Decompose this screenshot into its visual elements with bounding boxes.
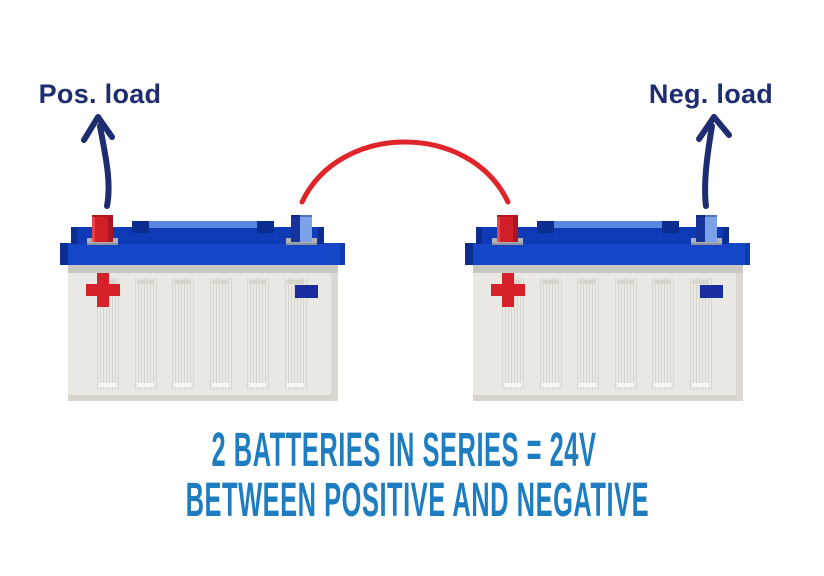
battery-cell-rib xyxy=(690,278,712,390)
battery-cell-rib xyxy=(285,278,307,390)
pos-load-label: Pos. load xyxy=(38,79,162,109)
battery-lid-raised-panel xyxy=(553,221,663,228)
battery-left xyxy=(60,212,346,404)
negative-terminal-post xyxy=(696,215,717,242)
lid-tab-icon xyxy=(662,221,679,233)
battery-lid-raised-panel xyxy=(148,221,258,228)
caption-line-2: BETWEEN POSITIVE AND NEGATIVE xyxy=(185,474,650,527)
battery-cell-rib xyxy=(540,278,562,390)
battery-cell-rib xyxy=(247,278,269,390)
lid-tab-icon xyxy=(132,221,149,233)
caption: 2 BATTERIES IN SERIES = 24V BETWEEN POSI… xyxy=(0,426,816,526)
plus-icon xyxy=(86,273,120,307)
battery-right xyxy=(465,212,751,404)
battery-lid xyxy=(465,243,750,265)
minus-icon xyxy=(700,285,723,298)
minus-icon xyxy=(295,285,318,298)
battery-cell-rib xyxy=(135,278,157,390)
positive-terminal-post xyxy=(92,215,113,242)
pos-load-up-arrow-icon xyxy=(81,114,115,209)
jumper-wire xyxy=(299,139,511,205)
neg-load-label: Neg. load xyxy=(648,79,774,109)
battery-cell-rib xyxy=(615,278,637,390)
battery-cell-rib xyxy=(577,278,599,390)
plus-icon xyxy=(491,273,525,307)
battery-cell-rib xyxy=(652,278,674,390)
caption-line-1: 2 BATTERIES IN SERIES = 24V xyxy=(211,424,597,477)
lid-tab-icon xyxy=(257,221,274,233)
battery-lid xyxy=(60,243,345,265)
negative-terminal-post xyxy=(291,215,312,242)
battery-cell-rib xyxy=(172,278,194,390)
positive-terminal-post xyxy=(497,215,518,242)
lid-tab-icon xyxy=(537,221,554,233)
neg-load-up-arrow-icon xyxy=(696,114,732,209)
battery-cell-rib xyxy=(210,278,232,390)
